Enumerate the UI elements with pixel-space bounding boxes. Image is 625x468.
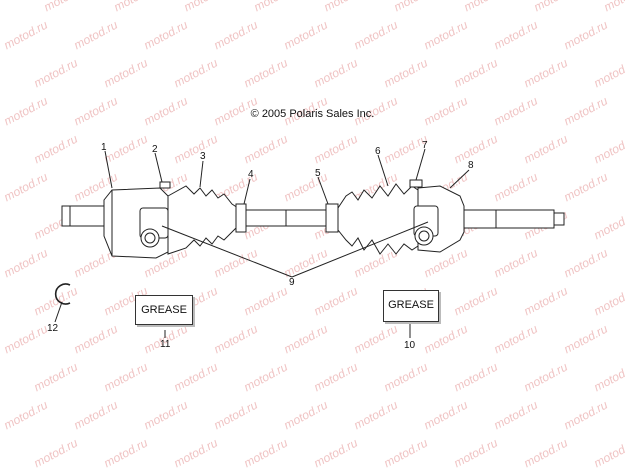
left-boot <box>167 185 239 255</box>
grease-box-right: GREASE <box>383 290 439 322</box>
callout-3: 3 <box>200 151 206 162</box>
callout-12: 12 <box>47 323 59 334</box>
left-stub-shaft <box>61 205 107 227</box>
right-stub-shaft <box>463 209 555 229</box>
circlip <box>54 283 71 305</box>
left-clamp-outer <box>159 181 171 189</box>
callout-10: 10 <box>404 340 416 351</box>
right-clamp-inner <box>325 203 339 233</box>
callout-4: 4 <box>248 169 254 180</box>
callout-6: 6 <box>375 146 381 157</box>
callout-1: 1 <box>101 142 107 153</box>
grease-box-left: GREASE <box>135 295 193 325</box>
callout-8: 8 <box>468 160 474 171</box>
right-clamp-outer <box>409 179 423 188</box>
callout-2: 2 <box>152 144 158 155</box>
callout-11: 11 <box>160 339 171 350</box>
callout-7: 7 <box>422 140 428 151</box>
copyright-text: © 2005 Polaris Sales Inc. <box>250 108 375 120</box>
left-clamp-inner <box>235 203 247 233</box>
right-boot <box>337 183 419 255</box>
callout-9: 9 <box>289 277 295 288</box>
callout-5: 5 <box>315 168 321 179</box>
